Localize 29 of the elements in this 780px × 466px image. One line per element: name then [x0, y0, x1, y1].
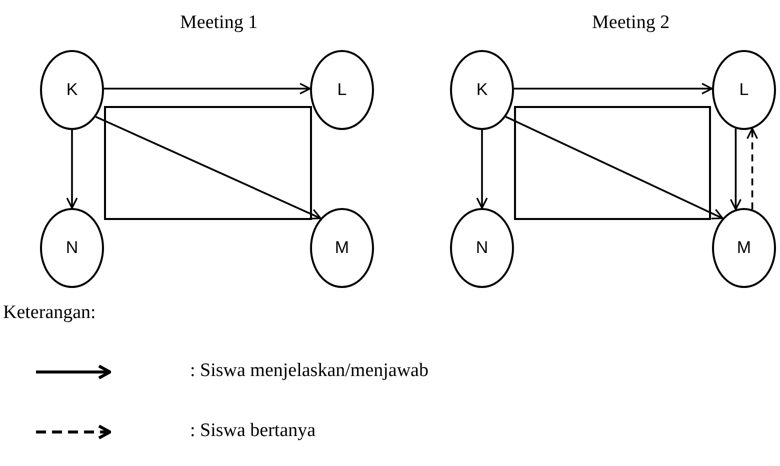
participant-ellipse: [712, 50, 776, 130]
participant-letter: N: [476, 238, 488, 258]
arrow: [476, 130, 488, 209]
diagram-heading: Meeting 1: [180, 12, 258, 34]
legend-text: : Siswa bertanya: [190, 420, 316, 442]
participant-letter: N: [66, 238, 78, 258]
participant-ellipse: [40, 208, 104, 288]
legend-text: : Siswa menjelaskan/menjawab: [190, 360, 428, 382]
participant-ellipse: [450, 50, 514, 130]
participant-letter: M: [334, 238, 350, 258]
participant-letter: L: [337, 80, 347, 100]
participant-letter: K: [66, 80, 78, 100]
arrow: [505, 116, 724, 220]
arrow: [104, 82, 311, 94]
participant-letter: M: [736, 238, 752, 258]
arrow: [95, 116, 322, 220]
arrow: [514, 82, 713, 94]
legend-heading: Keterangan:: [3, 302, 96, 324]
participant-ellipse: [450, 208, 514, 288]
arrow: [730, 128, 742, 210]
arrow: [66, 130, 78, 209]
participant-letter: K: [476, 80, 488, 100]
participant-ellipse: [310, 208, 374, 288]
participant-letter: L: [739, 80, 749, 100]
participant-ellipse: [712, 208, 776, 288]
arrow: [746, 128, 758, 210]
participant-ellipse: [310, 50, 374, 130]
diagram-heading: Meeting 2: [592, 12, 670, 34]
participant-ellipse: [40, 50, 104, 130]
